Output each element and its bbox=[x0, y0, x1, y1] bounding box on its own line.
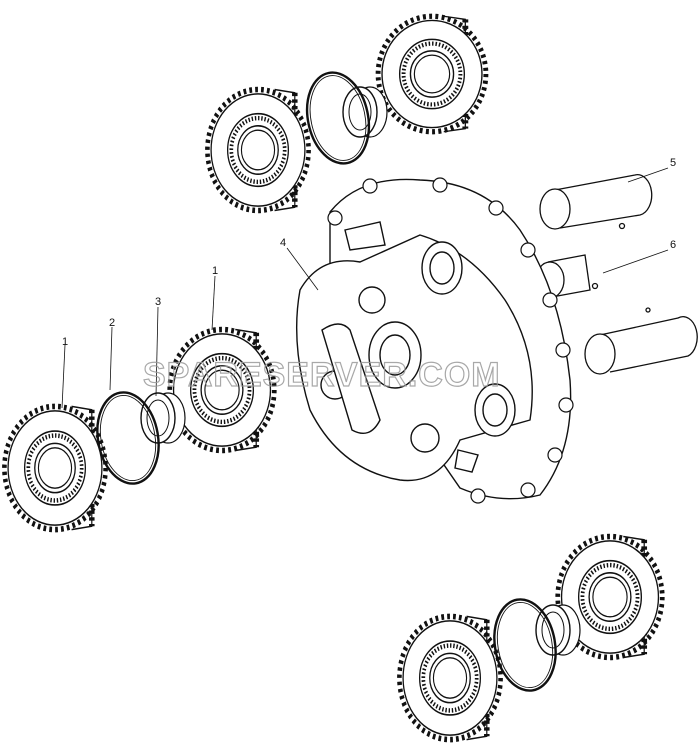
watermark: SPARESERVER.COM bbox=[143, 356, 501, 394]
callout-1-top: 1 bbox=[212, 265, 218, 277]
callout-3: 3 bbox=[155, 296, 161, 308]
callout-1-left: 1 bbox=[62, 336, 68, 348]
callout-6: 6 bbox=[670, 239, 676, 251]
callout-5: 5 bbox=[670, 157, 676, 169]
callout-2: 2 bbox=[109, 317, 115, 329]
callouts: 1 1 2 3 4 5 6 bbox=[62, 157, 676, 348]
pins bbox=[535, 174, 698, 375]
planet-carrier-housing bbox=[295, 177, 574, 504]
leader-lines bbox=[61, 167, 669, 409]
callout-4: 4 bbox=[280, 237, 286, 249]
gear-set-bottom bbox=[399, 537, 662, 740]
